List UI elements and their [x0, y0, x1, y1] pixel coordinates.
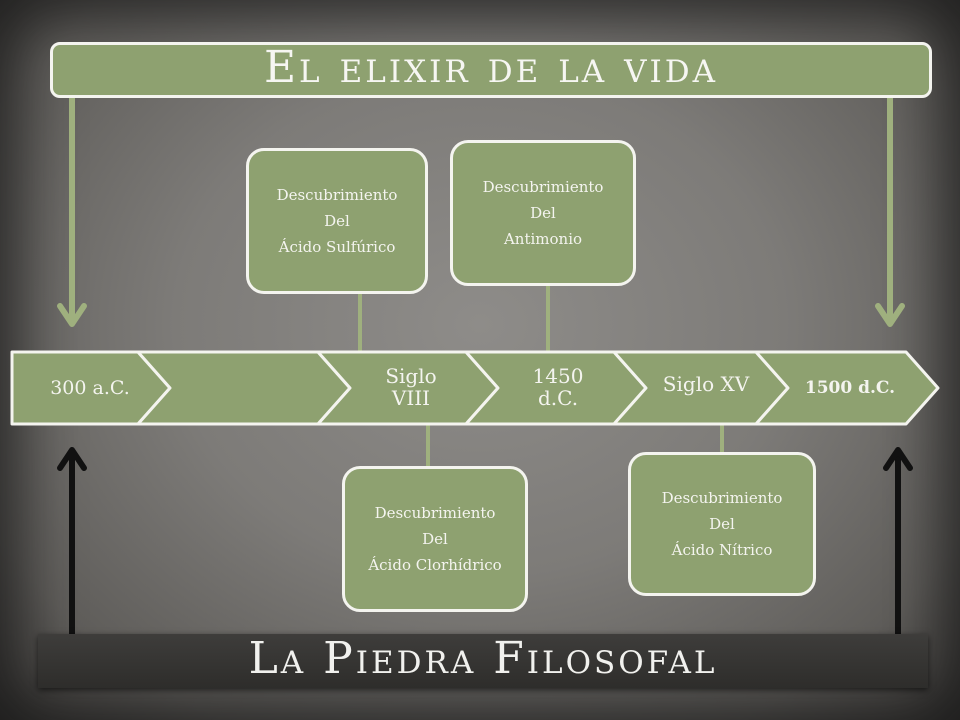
- title-banner: El elixir de la vida: [50, 42, 932, 98]
- event-antimonio-line1: Descubrimiento: [482, 178, 604, 196]
- timeline-label-3: Siglo VIII: [385, 364, 437, 410]
- event-antimonio: Descubrimiento Del Antimonio: [450, 140, 636, 286]
- page-subtitle: La Piedra Filosofal: [248, 633, 718, 684]
- event-acido-sulfurico-line2: Del: [324, 212, 350, 230]
- timeline-segment-6: [754, 350, 940, 426]
- subtitle-banner: La Piedra Filosofal: [38, 634, 928, 688]
- event-acido-clorhidrico-line1: Descubrimiento: [374, 504, 496, 522]
- timeline-label-6: 1500 d.C.: [804, 377, 896, 398]
- event-acido-clorhidrico: Descubrimiento Del Ácido Clorhídrico: [342, 466, 528, 612]
- left-green-arrow: [57, 95, 87, 327]
- timeline-label-5: Siglo XV: [662, 372, 750, 397]
- page-title: El elixir de la vida: [263, 42, 719, 93]
- timeline-label-1: 300 a.C.: [50, 376, 130, 399]
- event-acido-sulfurico: Descubrimiento Del Ácido Sulfúrico: [246, 148, 428, 294]
- event-antimonio-line3: Antimonio: [503, 230, 583, 248]
- event-acido-clorhidrico-line3: Ácido Clorhídrico: [368, 556, 502, 574]
- event-acido-clorhidrico-line2: Del: [422, 530, 448, 548]
- event-antimonio-line2: Del: [530, 204, 556, 222]
- event-acido-sulfurico-line1: Descubrimiento: [276, 186, 398, 204]
- right-green-arrow: [875, 95, 905, 327]
- event-acido-nitrico: Descubrimiento Del Ácido Nítrico: [628, 452, 816, 596]
- event-acido-nitrico-line1: Descubrimiento: [661, 489, 783, 507]
- event-acido-sulfurico-line3: Ácido Sulfúrico: [278, 238, 396, 256]
- event-acido-nitrico-line3: Ácido Nítrico: [671, 541, 773, 559]
- timeline-label-4: 1450 d.C.: [532, 364, 584, 410]
- right-black-arrow: [883, 447, 913, 637]
- left-black-arrow: [57, 447, 87, 637]
- timeline-label-2: [180, 352, 320, 424]
- event-acido-nitrico-line2: Del: [709, 515, 735, 533]
